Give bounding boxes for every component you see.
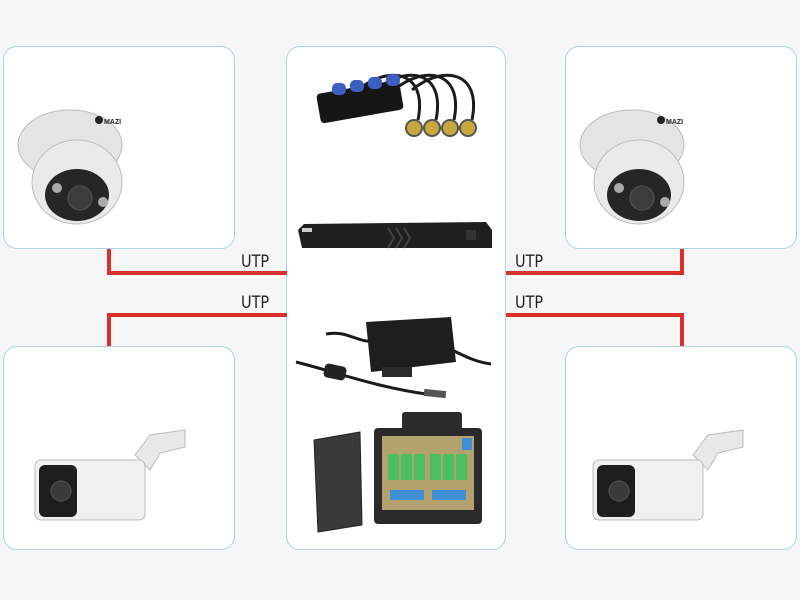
balun-set-of-four (316, 73, 477, 137)
dc-connector-top-right (705, 200, 795, 240)
brand-logo: MAZI (104, 119, 121, 126)
dome-camera-icon (579, 109, 685, 225)
utp-cable-top-right-h (506, 271, 684, 275)
utp-label: UTP (515, 293, 544, 313)
balun-set-icon (316, 73, 477, 137)
dc-connector-bottom-right (700, 500, 790, 540)
utp-cable-top-right-v (680, 249, 684, 275)
bullet-camera-icon (34, 429, 186, 521)
dome-camera-icon (17, 109, 123, 225)
bullet-camera-right (592, 429, 744, 521)
dome-camera-right: MAZI (579, 109, 685, 225)
bullet-camera-icon (592, 429, 744, 521)
power-adapter-icon (295, 317, 492, 399)
power-distribution-box (313, 412, 482, 533)
dvr-icon (298, 222, 492, 249)
utp-cable-bottom-left-h (107, 313, 287, 317)
utp-cable-bottom-right-h (506, 313, 684, 317)
utp-label: UTP (515, 252, 544, 272)
utp-label: UTP (241, 252, 270, 272)
distribution-box-icon (313, 412, 482, 533)
utp-label: UTP (241, 293, 270, 313)
balun-bottom-left (118, 362, 238, 442)
balun-top-left (118, 62, 238, 142)
bullet-camera-left (34, 429, 186, 521)
utp-cable-bottom-left-v (107, 313, 111, 346)
power-adapter (295, 317, 492, 399)
brand-logo: MAZI (666, 119, 683, 126)
utp-cable-bottom-right-v (680, 313, 684, 346)
balun-bottom-right (678, 362, 798, 442)
dc-connector-top-left (143, 200, 233, 240)
dvr-recorder (298, 222, 492, 249)
utp-cable-top-left-h (107, 271, 287, 275)
utp-cable-top-left-v (107, 249, 111, 275)
balun-top-right (678, 62, 798, 142)
dome-camera-left: MAZI (17, 109, 123, 225)
dc-connector-bottom-left (143, 500, 233, 540)
